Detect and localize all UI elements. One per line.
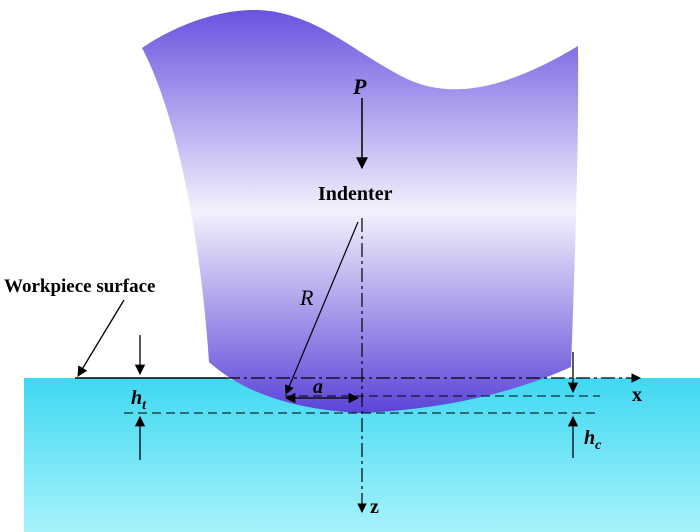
z-axis-label: z [370, 496, 379, 518]
indenter-label: Indenter [318, 183, 393, 205]
surface-pointer-arrow [77, 299, 125, 377]
radius-line [284, 221, 359, 395]
radius-label: R [299, 285, 314, 310]
force-label: P [352, 74, 367, 99]
total-depth-label: ht [131, 387, 147, 413]
contact-radius-label: a [313, 376, 323, 398]
contact-depth-label: hc [584, 427, 602, 453]
workpiece-surface-label: Workpiece surface [4, 276, 155, 297]
x-axis-label: x [632, 384, 642, 406]
indenter-body [142, 9, 579, 413]
